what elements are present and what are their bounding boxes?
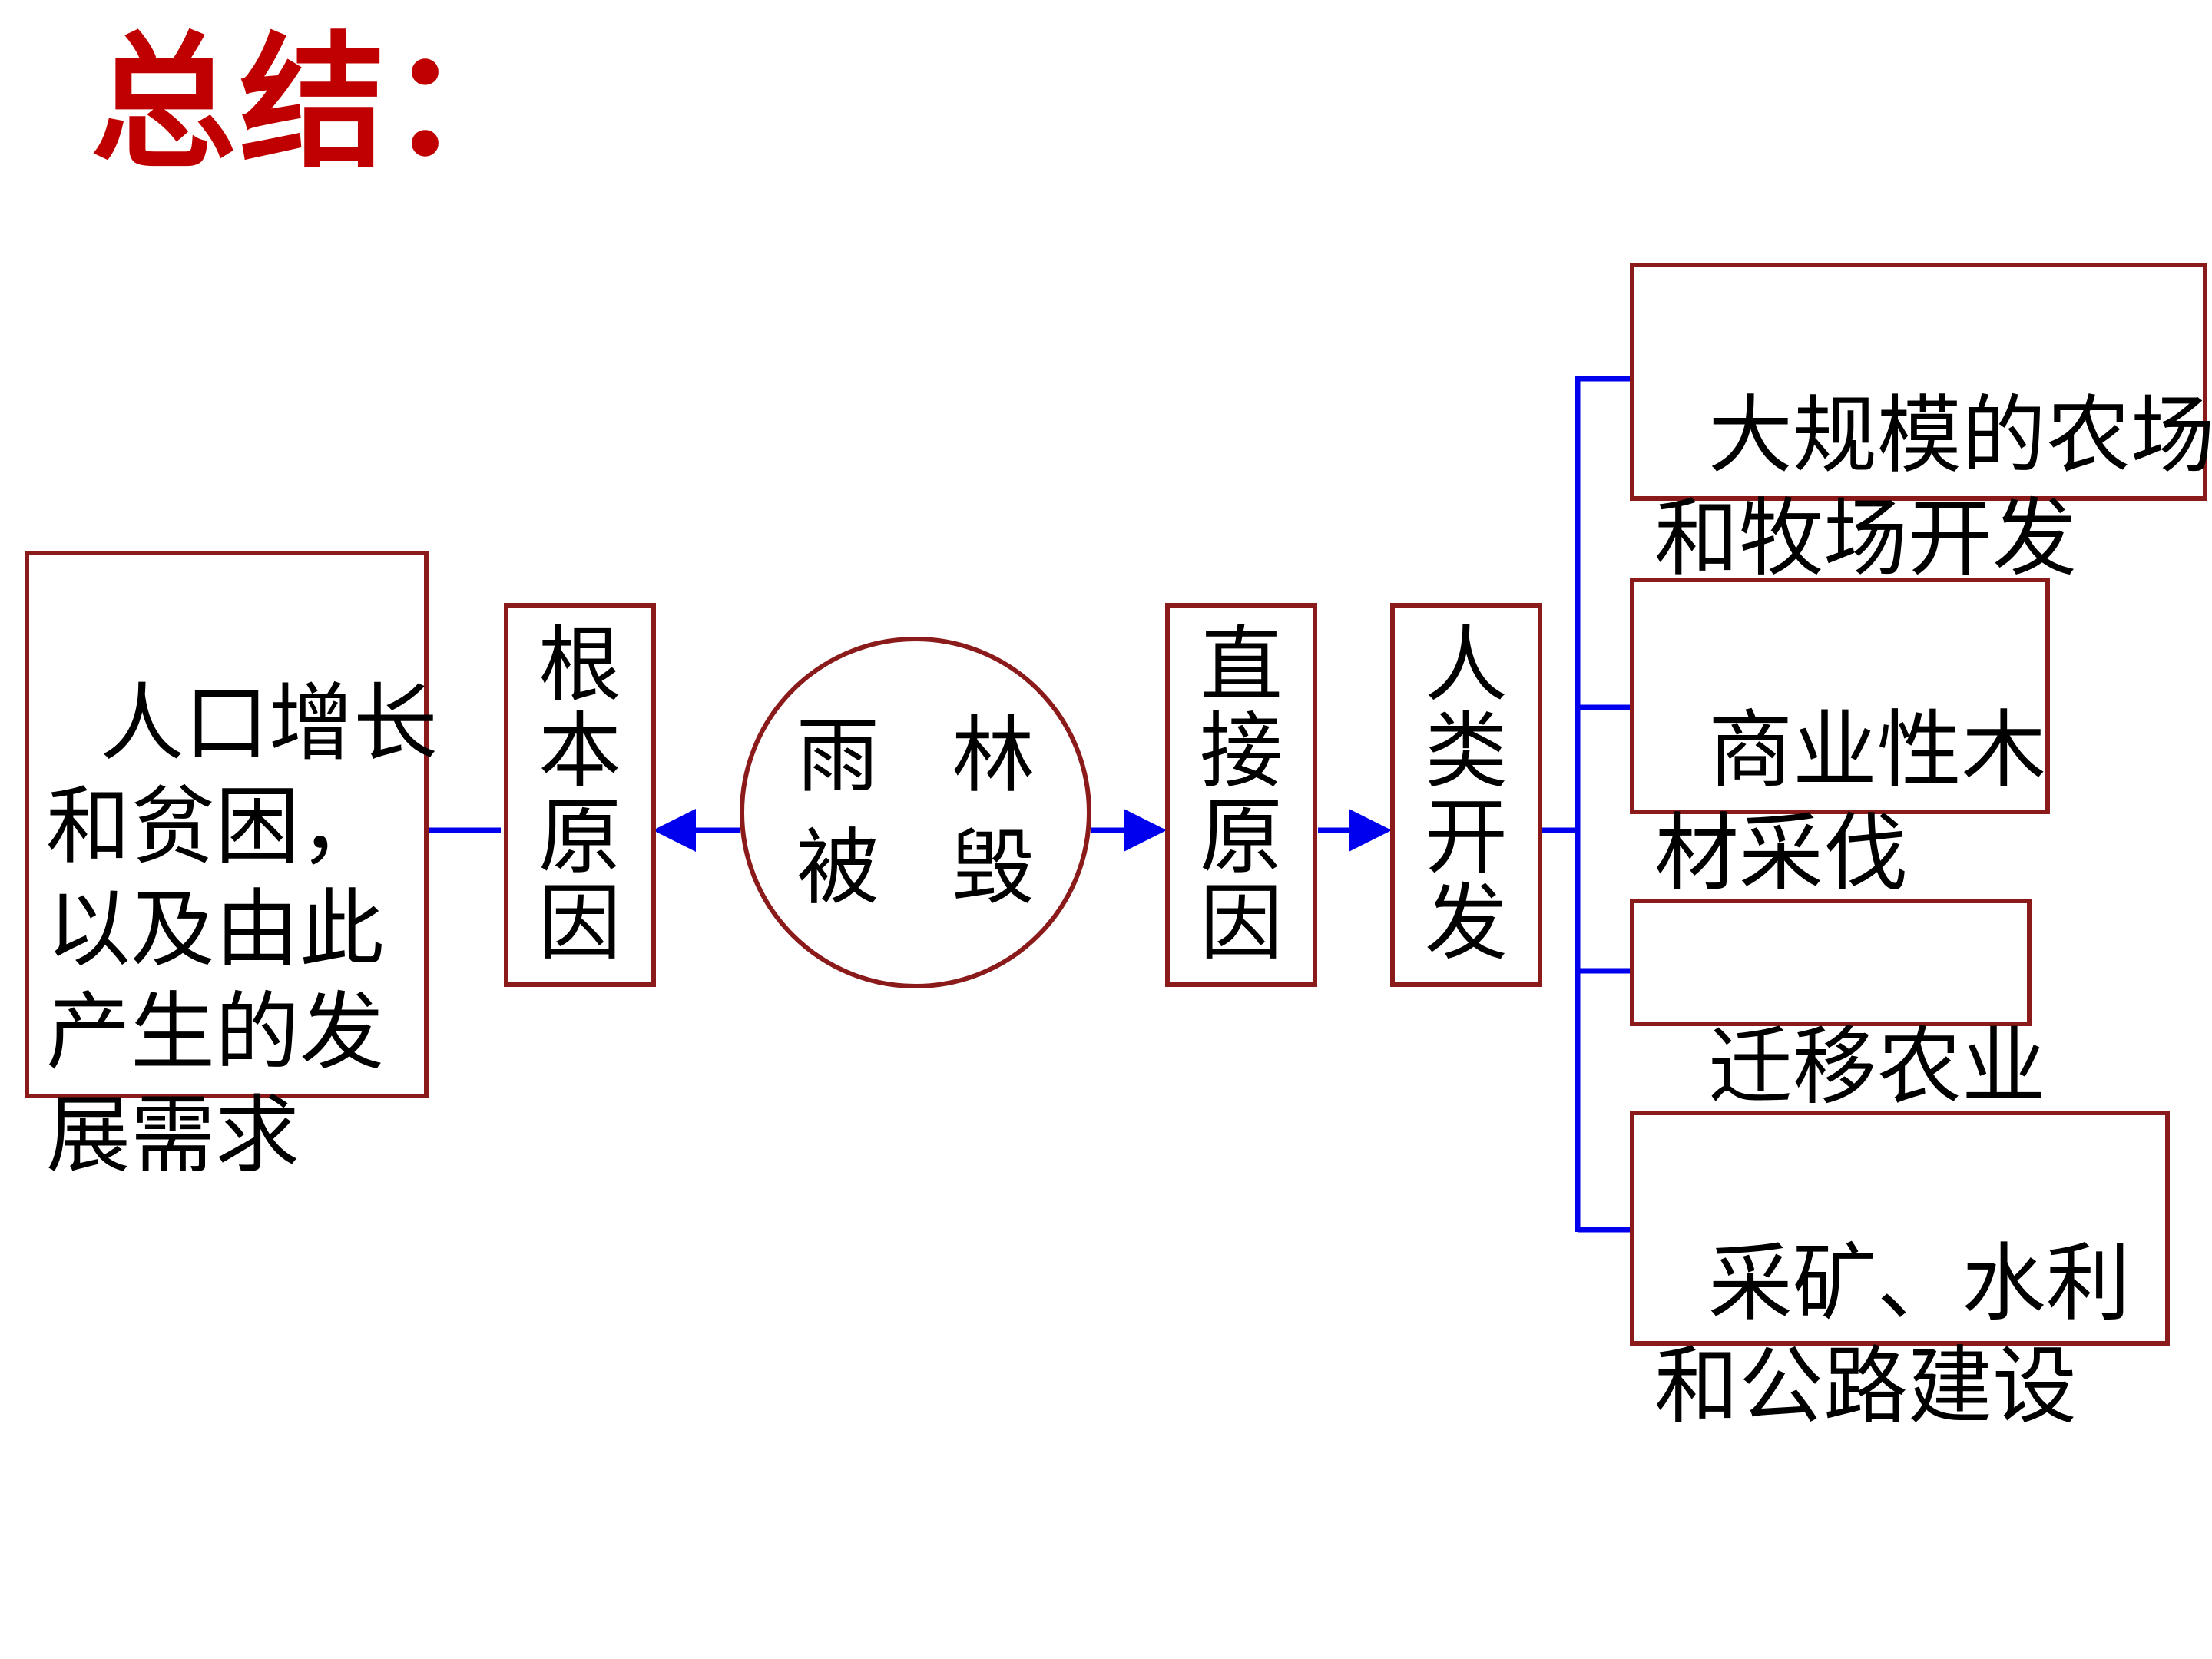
direct-cause-label-text: 直 接 原 因 [1199,618,1283,972]
center-circle: 雨 林 被 毁 [740,637,1091,988]
center-text: 雨 林 被 毁 [796,708,1058,916]
activity-box-1: 大规模的农场 和牧场开发 [1630,263,2212,588]
human-development-box: 人 类 开 发 [1390,603,1542,987]
page-title: 总结： [91,18,538,188]
activity-text-4: 采矿、水利 和公路建设 [1654,1234,2131,1435]
activity-text-2: 商业性木 材采伐 [1654,701,2046,902]
root-cause-detail-text: 人口增长 和贫困， 以及由此 产生的发 展需求 [46,674,438,1184]
human-development-text: 人 类 开 发 [1424,618,1508,972]
root-cause-label-box: 根 本 原 因 [504,603,656,987]
activity-box-3: 迁移农业 [1630,899,2046,1116]
activity-box-4: 采矿、水利 和公路建设 [1630,1111,2170,1435]
root-cause-detail-box: 人口增长 和贫困， 以及由此 产生的发 展需求 [25,551,438,1184]
root-cause-label-text: 根 本 原 因 [538,618,621,972]
activity-box-2: 商业性木 材采伐 [1630,578,2050,902]
direct-cause-label-box: 直 接 原 因 [1165,603,1317,987]
activity-text-1: 大规模的农场 和牧场开发 [1654,386,2212,588]
activity-text-3: 迁移农业 [1707,1018,2046,1116]
